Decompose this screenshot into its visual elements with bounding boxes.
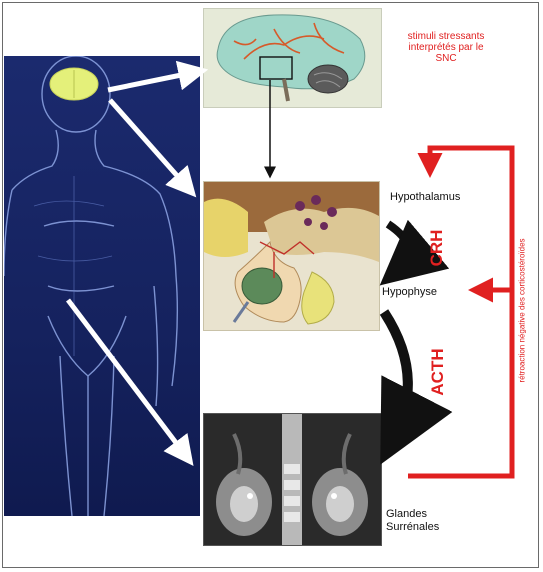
acth-label: ACTH xyxy=(428,342,448,402)
acth-curved-arrow xyxy=(384,312,408,438)
glandes-line-2: Surrénales xyxy=(386,521,439,534)
stimuli-label: stimuli stressants interprétés par le SN… xyxy=(386,31,506,64)
stimuli-line-1: stimuli stressants xyxy=(386,31,506,42)
crh-label: CRH xyxy=(427,223,447,273)
retroaction-label: rétroaction négative des corticostéroïde… xyxy=(518,211,527,411)
glandes-label: Glandes Surrénales xyxy=(386,508,439,534)
white-arrow-to-pituitary xyxy=(110,100,188,188)
stimuli-line-3: SNC xyxy=(386,53,506,64)
hypothalamus-label: Hypothalamus xyxy=(390,191,460,204)
hypophyse-label: Hypophyse xyxy=(382,286,437,299)
white-arrow-to-brain xyxy=(108,72,196,90)
stimuli-line-2: interprétés par le xyxy=(386,42,506,53)
glandes-line-1: Glandes xyxy=(386,508,439,521)
crh-curved-arrow xyxy=(388,224,409,270)
white-arrow-to-adrenals xyxy=(68,300,186,456)
